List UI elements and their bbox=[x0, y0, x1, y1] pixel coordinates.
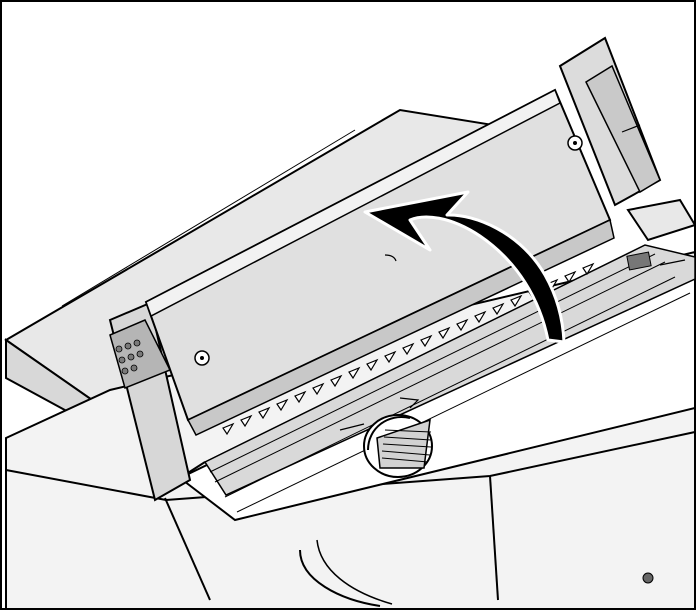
platen-knob bbox=[363, 414, 433, 478]
open-arrow bbox=[363, 190, 566, 344]
detail-lines bbox=[339, 124, 686, 431]
top-cover bbox=[144, 88, 615, 436]
print-mechanism bbox=[178, 244, 696, 522]
right-side-frame bbox=[558, 36, 696, 271]
